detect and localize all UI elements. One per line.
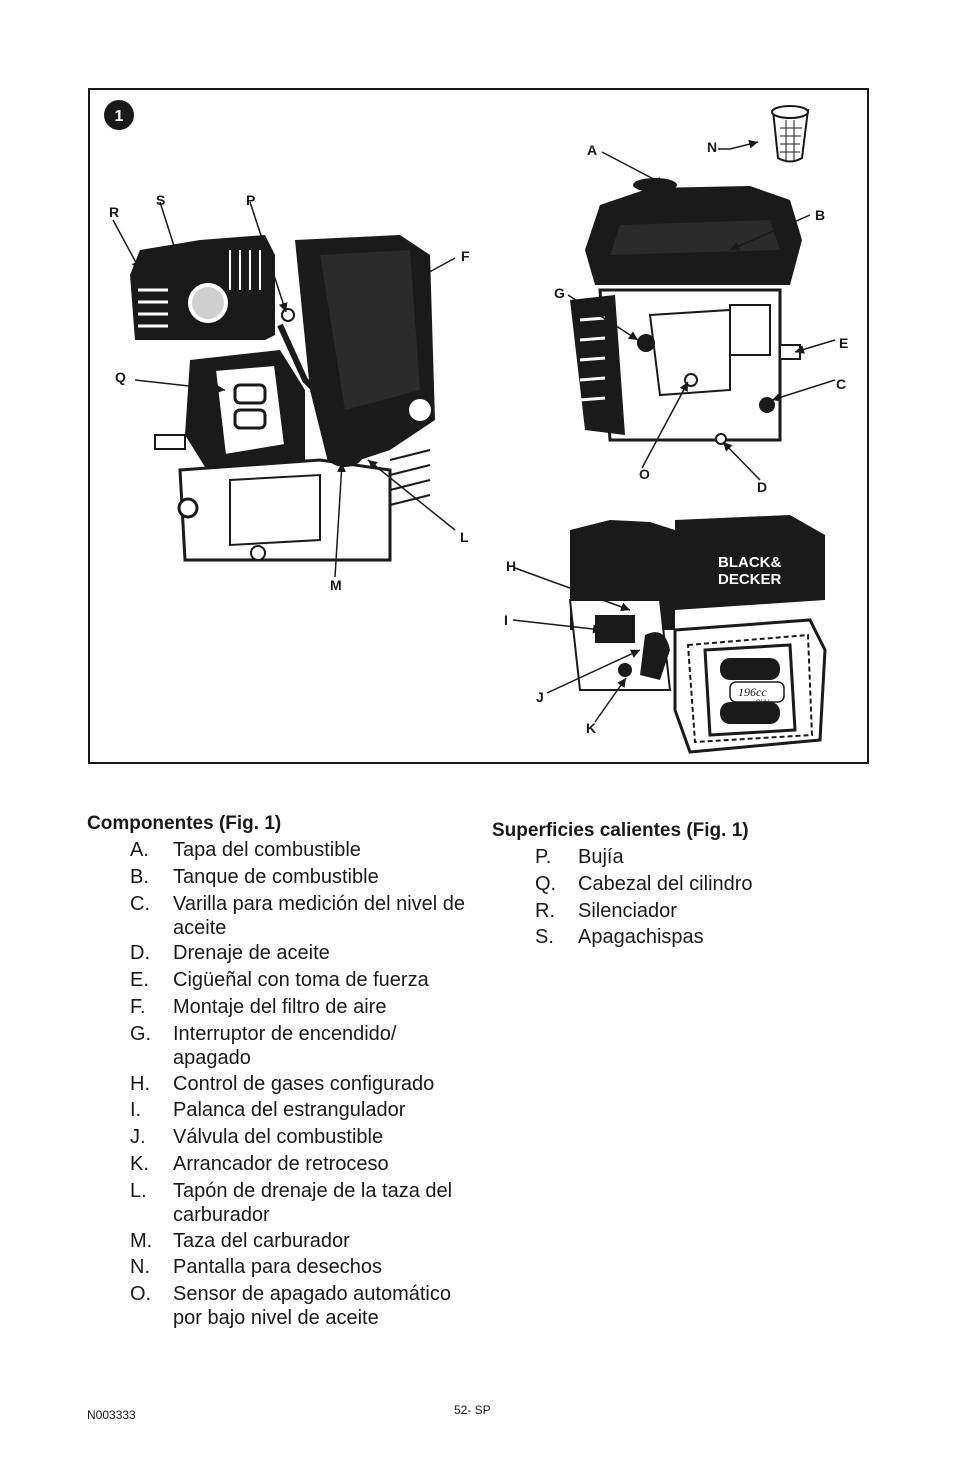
debris-screen-illustration <box>771 105 810 163</box>
brand-logo: BLACK& DECKER <box>718 554 782 588</box>
svg-text:OHV: OHV <box>756 700 769 706</box>
item-text: Sensor de apagado automático por bajo ni… <box>173 1283 451 1330</box>
item-text: Arrancador de retroceso <box>173 1153 389 1175</box>
item-letter: K. <box>130 1153 149 1175</box>
item-letter: C. <box>130 892 150 915</box>
svg-text:S: S <box>156 192 165 208</box>
item-letter: E. <box>130 969 149 992</box>
item-text: Cigüeñal con toma de fuerza <box>173 969 429 992</box>
svg-text:G: G <box>554 285 565 301</box>
item-letter: F. <box>130 996 146 1018</box>
item-text: Apagachispas <box>578 926 704 949</box>
item-text: Control de gases configurado <box>173 1072 435 1095</box>
svg-text:A: A <box>587 142 597 158</box>
page-number: 52- SP <box>454 1403 491 1417</box>
item-text: Taza del carburador <box>173 1229 350 1252</box>
figure-number-badge: 1 <box>104 100 134 130</box>
svg-text:DECKER: DECKER <box>718 571 782 588</box>
item-letter: S. <box>535 926 554 949</box>
svg-text:M: M <box>330 577 342 593</box>
item-letter: Q. <box>535 872 557 895</box>
svg-text:P: P <box>246 192 255 208</box>
item-letter: L. <box>130 1179 147 1202</box>
item-text: Bujía <box>578 846 624 868</box>
item-letter: D. <box>130 942 150 965</box>
svg-text:1: 1 <box>115 108 124 125</box>
svg-text:R: R <box>109 204 119 220</box>
document-code: N003333 <box>87 1408 136 1422</box>
hot-surfaces-heading: Superficies calientes (Fig. 1) <box>492 820 749 841</box>
item-letter: R. <box>535 899 555 922</box>
callout-arrows <box>112 139 836 723</box>
item-letter: H. <box>130 1072 150 1095</box>
svg-text:Q: Q <box>115 369 126 385</box>
item-text: Cabezal del cilindro <box>578 872 753 895</box>
item-letter: B. <box>130 865 149 888</box>
item-text: Tapón de drenaje de la taza del carburad… <box>173 1179 453 1226</box>
item-text: Montaje del filtro de aire <box>173 996 387 1018</box>
svg-text:J: J <box>536 689 544 705</box>
svg-text:I: I <box>504 612 508 628</box>
svg-text:196cc: 196cc <box>738 685 767 699</box>
svg-text:L: L <box>460 529 469 545</box>
item-letter: O. <box>130 1283 152 1306</box>
engine-right-bottom-view: BLACK& DECKER 196cc OHV <box>568 515 827 754</box>
svg-text:E: E <box>839 335 848 351</box>
item-text: Drenaje de aceite <box>173 942 330 965</box>
svg-text:N: N <box>707 139 717 155</box>
svg-text:BLACK&: BLACK& <box>718 554 781 571</box>
item-text: Silenciador <box>578 899 677 922</box>
svg-text:O: O <box>639 466 650 482</box>
svg-text:H: H <box>506 558 516 574</box>
item-text: Palanca del estrangulador <box>173 1099 406 1122</box>
item-letter: M. <box>130 1229 153 1252</box>
svg-text:K: K <box>586 720 596 736</box>
item-text: Interruptor de encendido/ apagado <box>173 1022 397 1069</box>
item-text: Válvula del combustible <box>173 1126 384 1149</box>
item-text: Pantalla para desechos <box>173 1256 383 1279</box>
item-letter: I. <box>130 1099 142 1122</box>
item-letter: J. <box>130 1126 146 1149</box>
item-text: Tanque de combustible <box>173 865 379 888</box>
svg-text:D: D <box>757 479 767 495</box>
engine-right-top-view <box>570 105 810 445</box>
callout-labels: A B C D E F G H I J K L M N O P Q R S <box>109 139 848 736</box>
displacement-badge: 196cc OHV <box>729 681 785 706</box>
svg-text:B: B <box>815 207 825 223</box>
svg-text:F: F <box>461 248 470 264</box>
item-letter: G. <box>130 1022 152 1045</box>
item-text: Varilla para medición del nivel de aceit… <box>173 892 466 939</box>
svg-text:C: C <box>836 376 846 392</box>
item-letter: N. <box>130 1256 150 1279</box>
item-letter: P. <box>535 846 552 868</box>
engine-left-view <box>130 235 435 562</box>
item-text: Tapa del combustible <box>173 839 361 861</box>
engine-illustration: 1 <box>104 100 848 754</box>
item-letter: A. <box>130 839 149 861</box>
figure-1: 1 <box>88 88 869 764</box>
components-heading: Componentes (Fig. 1) <box>87 813 282 834</box>
